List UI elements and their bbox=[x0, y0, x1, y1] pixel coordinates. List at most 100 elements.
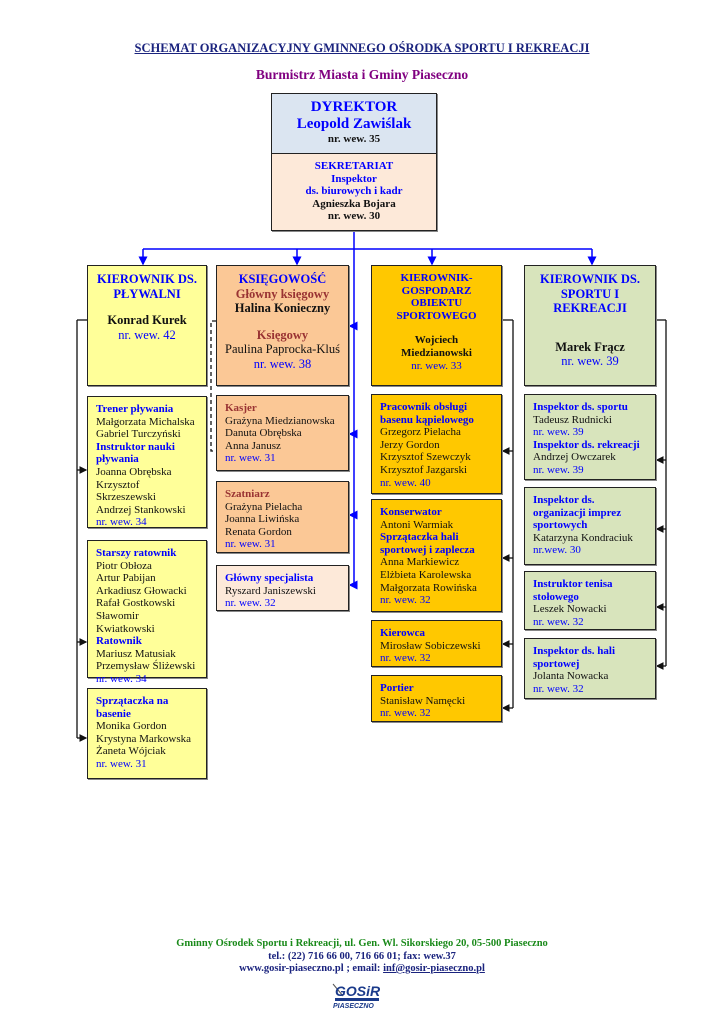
position-title: organizacji imprez bbox=[533, 506, 622, 519]
person-name: Artur Pabijan bbox=[96, 572, 156, 585]
person-name: Leszek Nowacki bbox=[533, 603, 607, 616]
position-title: pływania bbox=[96, 453, 139, 466]
position-title: Leopold Zawiślak bbox=[296, 116, 412, 132]
person-name: Przemysław Śliżewski bbox=[96, 660, 196, 673]
person-name: Krzysztof Szewczyk bbox=[380, 451, 471, 464]
phone-extension: nr.wew. 30 bbox=[533, 544, 581, 557]
spacer bbox=[533, 328, 647, 340]
position-title: KIEROWNIK DS. bbox=[96, 272, 198, 286]
position-title: Inspektor ds. rekreacji bbox=[533, 438, 640, 451]
position-title: Inspektor bbox=[331, 172, 377, 185]
person-name: Mariusz Matusiak bbox=[96, 647, 176, 660]
person-name: Wojciech bbox=[414, 334, 459, 347]
position-title: Księgowy bbox=[256, 327, 309, 342]
position-title: basenu kąpielowego bbox=[380, 413, 474, 426]
gosir-logo: GOSiR PIASECZNO bbox=[332, 983, 381, 1010]
position-title: Portier bbox=[380, 682, 414, 694]
person-name: Ryszard Janiszewski bbox=[225, 584, 316, 597]
person-name: Grzegorz Pielacha bbox=[380, 426, 461, 439]
phone-extension: nr. wew. 40 bbox=[380, 476, 431, 489]
person-name: Katarzyna Kondraciuk bbox=[533, 531, 633, 544]
position-title: Pracownik obsługi bbox=[380, 401, 468, 413]
svg-text:PIASECZNO: PIASECZNO bbox=[333, 1003, 374, 1010]
person-name: Grażyna Miedzianowska bbox=[225, 414, 335, 427]
position-title: Główny księgowy bbox=[235, 286, 330, 301]
phone-extension: nr. wew. 32 bbox=[533, 682, 584, 695]
person-name: Jerzy Gordon bbox=[380, 438, 440, 451]
person-name: Konrad Kurek bbox=[107, 313, 187, 327]
phone-extension: nr. wew. 34 bbox=[96, 672, 147, 685]
person-name: Anna Janusz bbox=[225, 439, 281, 452]
position-title: stołowego bbox=[533, 590, 579, 603]
document-subtitle: Burmistrz Miasta i Gminy Piaseczno bbox=[255, 67, 469, 82]
person-name: Marek Frącz bbox=[555, 339, 625, 354]
phone-extension: nr. wew. 32 bbox=[225, 597, 276, 610]
spacer bbox=[533, 316, 647, 328]
position-title: Inspektor ds. hali bbox=[533, 645, 616, 657]
phone-extension: nr. wew. 42 bbox=[118, 327, 176, 342]
person-name: Małgorzata Michalska bbox=[96, 415, 195, 428]
person-name: Tadeusz Rudnicki bbox=[533, 413, 612, 426]
footer-address: Gminny Ośrodek Sportu i Rekreacji, ul. G… bbox=[176, 938, 548, 949]
person-name: Rafał Gostkowski bbox=[96, 597, 176, 610]
position-title: Trener pływania bbox=[96, 403, 174, 415]
position-title: Ratownik bbox=[96, 635, 142, 648]
person-name: Halina Konieczny bbox=[234, 301, 331, 315]
position-title: PŁYWALNI bbox=[113, 286, 181, 301]
position-title: Inspektor ds. bbox=[533, 494, 595, 506]
position-title: KSIĘGOWOŚĆ bbox=[238, 272, 327, 286]
person-name: Gabriel Turczyński bbox=[96, 428, 181, 441]
spacer bbox=[225, 316, 340, 328]
position-title: Sprzątaczka hali bbox=[380, 531, 459, 544]
position-title: Starszy ratownik bbox=[96, 547, 177, 559]
position-title: Instruktor nauki bbox=[96, 440, 175, 453]
phone-extension: nr. wew. 39 bbox=[533, 426, 584, 439]
person-name: Grażyna Pielacha bbox=[225, 500, 303, 513]
person-name: Andrzej Stankowski bbox=[96, 503, 186, 516]
person-name: Agnieszka Bojara bbox=[312, 197, 396, 210]
phone-extension: nr. wew. 39 bbox=[533, 463, 584, 476]
svg-text:GOSiR: GOSiR bbox=[335, 983, 381, 999]
person-name: Krzysztof Jazgarski bbox=[380, 463, 468, 476]
person-name: Jolanta Nowacka bbox=[533, 670, 609, 683]
phone-extension: nr. wew. 35 bbox=[327, 133, 381, 145]
footer-email-link[interactable]: inf@gosir-piaseczno.pl bbox=[383, 963, 485, 974]
position-title: GOSPODARZ bbox=[401, 284, 472, 297]
phone-extension: nr. wew. 30 bbox=[327, 210, 381, 223]
person-name: Miedzianowski bbox=[401, 346, 472, 359]
phone-extension: nr. wew. 31 bbox=[225, 538, 276, 551]
position-title: basenie bbox=[96, 707, 131, 720]
position-title: OBIEKTU bbox=[410, 297, 463, 310]
phone-extension: nr. wew. 34 bbox=[96, 516, 147, 529]
position-title: sportowej bbox=[533, 657, 580, 670]
person-name: Mirosław Sobiczewski bbox=[380, 639, 481, 652]
phone-extension: nr. wew. 32 bbox=[533, 615, 584, 628]
phone-extension: nr. wew. 32 bbox=[380, 707, 431, 720]
position-title: REKREACJI bbox=[553, 301, 627, 315]
position-title: Kasjer bbox=[225, 402, 257, 414]
phone-extension: nr. wew. 31 bbox=[225, 452, 276, 465]
person-name: Danuta Obrębska bbox=[225, 427, 302, 440]
person-name: Monika Gordon bbox=[96, 720, 167, 733]
position-title: SPORTOWEGO bbox=[396, 309, 477, 322]
person-name: Krzysztof Skrzeszewski bbox=[96, 478, 156, 504]
footer-web: www.gosir-piaseczno.pl ; email: bbox=[239, 963, 384, 974]
